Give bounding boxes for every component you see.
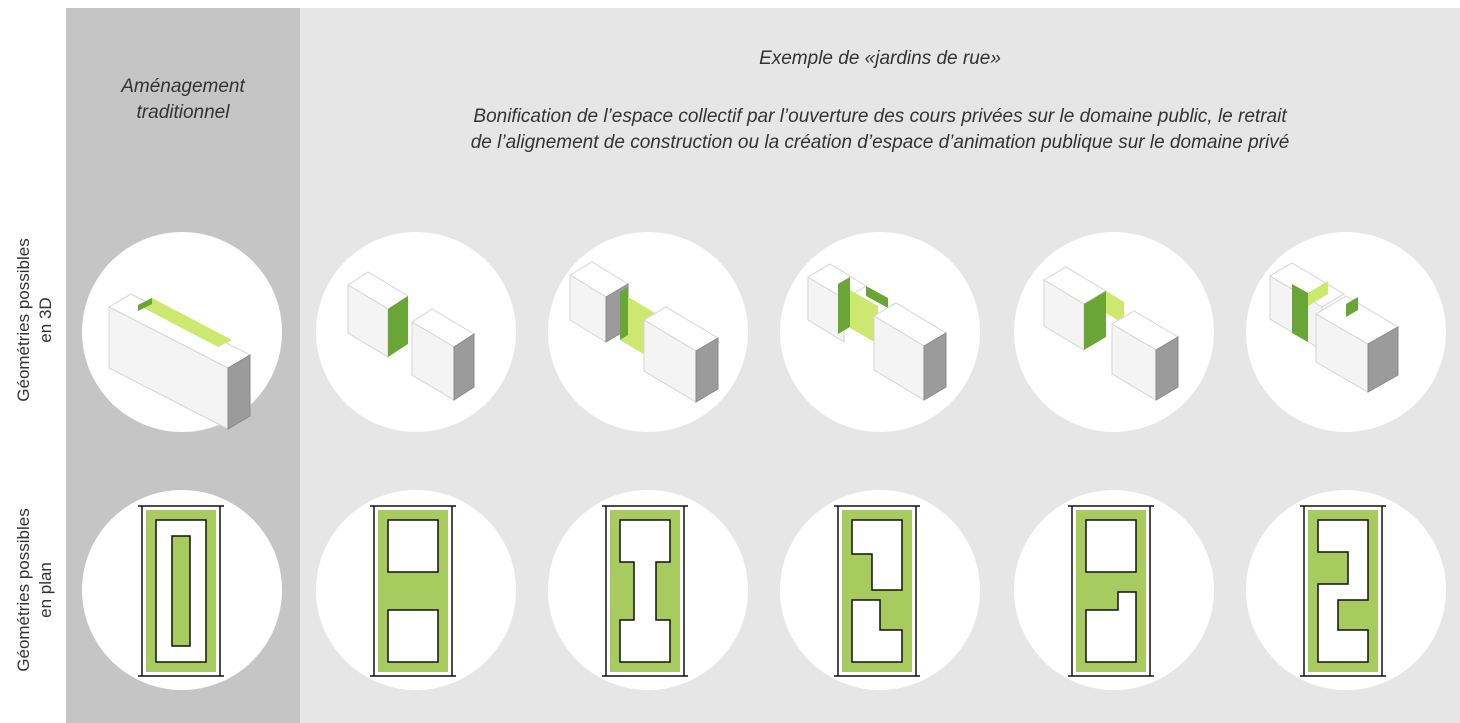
row-label-plan: Géométries possibles en plan [14, 508, 55, 672]
diagram-plan-example-4 [1014, 490, 1214, 690]
diagram-3d-example-4 [1014, 232, 1214, 432]
diagram-plan-example-2 [548, 490, 748, 690]
diagram-3d-traditional [82, 232, 282, 432]
traditional-title: Aménagement traditionnel [121, 76, 245, 123]
examples-title: Exemple de «jardins de rue» [759, 48, 1001, 69]
diagram-3d-example-1 [316, 232, 516, 432]
diagram-plan-example-5 [1246, 490, 1446, 690]
row-label-3d: Géométries possibles en 3D [14, 238, 55, 402]
diagram-3d-example-2 [548, 232, 748, 432]
diagram-3d-example-5 [1246, 232, 1446, 432]
diagram-plan-example-1 [316, 490, 516, 690]
examples-description: Bonification de l’espace collectif par l… [470, 106, 1290, 153]
diagram-plan-traditional [82, 490, 282, 690]
diagram-plan-example-3 [780, 490, 980, 690]
diagram-3d-example-3 [780, 232, 980, 432]
